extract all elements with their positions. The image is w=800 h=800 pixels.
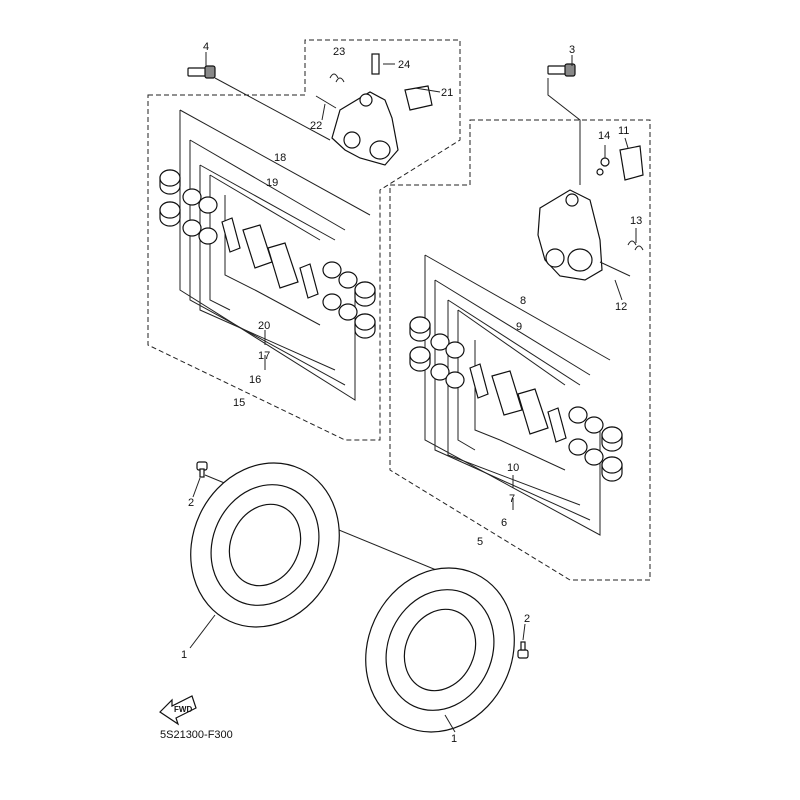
- right-pistons: [409, 316, 623, 482]
- callout-13: 13: [630, 215, 642, 227]
- callout-4: 4: [203, 41, 209, 53]
- callout-10: 10: [507, 462, 519, 474]
- leader-lines: [189, 52, 637, 733]
- bolt-4: [187, 65, 216, 79]
- callout-6: 6: [501, 517, 507, 529]
- callout-12: 12: [615, 301, 627, 313]
- callout-18: 18: [274, 152, 286, 164]
- disc-bolt-left: [196, 461, 208, 478]
- callout-7: 7: [509, 493, 515, 505]
- callout-1-left: 1: [181, 649, 187, 661]
- callout-3: 3: [569, 44, 575, 56]
- brake-disc-left: [190, 462, 340, 628]
- left-pistons: [159, 169, 376, 339]
- brake-disc-right: [365, 567, 515, 733]
- bolt-3: [547, 63, 576, 77]
- left-caliper-assembly: [159, 53, 433, 339]
- right-caliper-group-outline: [389, 119, 651, 581]
- right-caliper-assembly: [409, 63, 644, 482]
- callout-11: 11: [618, 125, 629, 137]
- fwd-label: FWD: [174, 705, 192, 714]
- callout-9: 9: [516, 321, 522, 333]
- callout-2-left: 2: [188, 497, 194, 509]
- callout-17: 17: [258, 350, 270, 362]
- callout-23: 23: [333, 46, 345, 58]
- callout-19: 19: [266, 177, 278, 189]
- disc-bolt-right: [517, 641, 529, 659]
- callout-22: 22: [310, 120, 322, 132]
- callout-labels: 4 3 23 24 21 22 18 19 20 17 16 15 14 11 …: [181, 41, 642, 745]
- diagram-code: 5S21300-F300: [160, 729, 233, 741]
- callout-8: 8: [520, 295, 526, 307]
- callout-21: 21: [441, 87, 453, 99]
- left-brake-pads: [221, 217, 319, 299]
- callout-16: 16: [249, 374, 261, 386]
- left-caliper-body: [331, 91, 399, 166]
- callout-24: 24: [398, 59, 410, 71]
- callout-1-right: 1: [451, 733, 457, 745]
- callout-14: 14: [598, 130, 610, 142]
- callout-2-right: 2: [524, 613, 530, 625]
- callout-5: 5: [477, 536, 483, 548]
- callout-15: 15: [233, 397, 245, 409]
- left-caliper-group-outline: [147, 39, 461, 441]
- right-caliper-body: [537, 189, 603, 281]
- callout-20: 20: [258, 320, 270, 332]
- right-brake-pads: [469, 363, 567, 443]
- fwd-arrow: FWD: [159, 695, 197, 726]
